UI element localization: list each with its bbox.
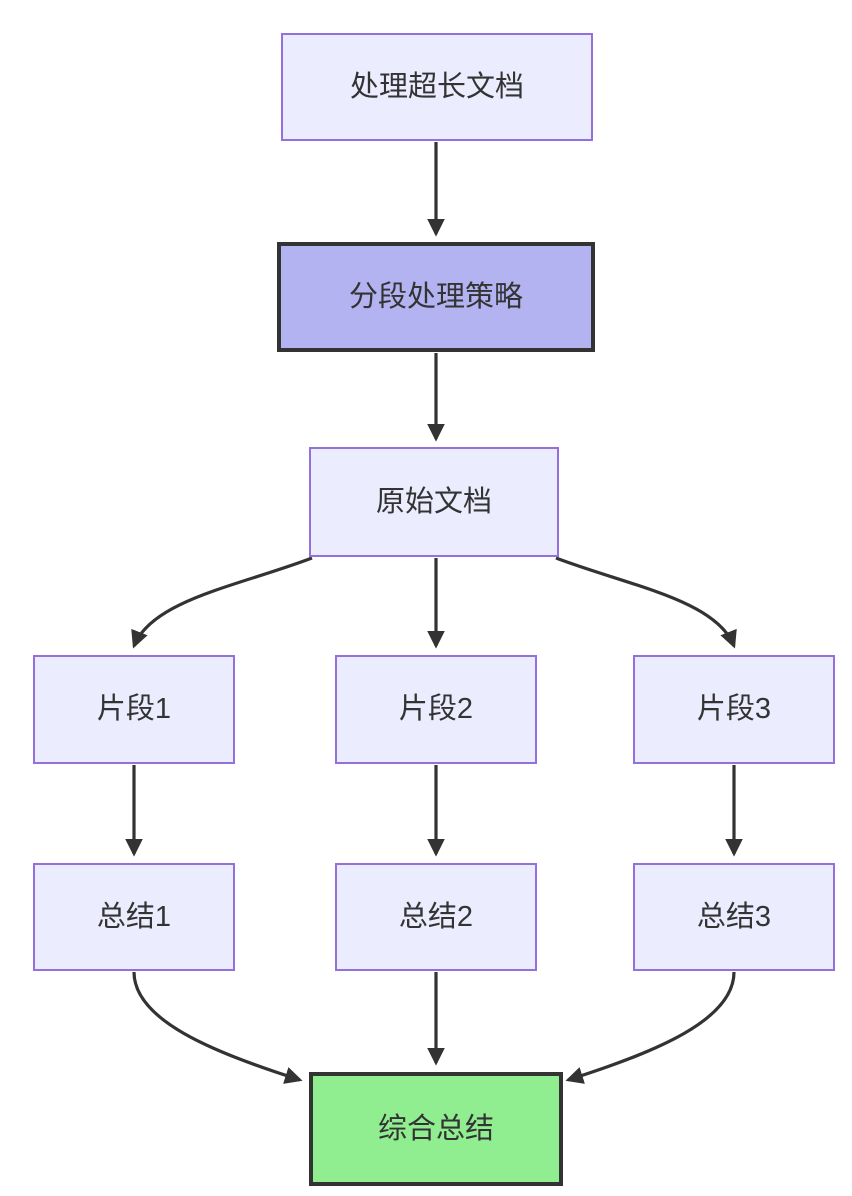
node-original-doc-label: 原始文档 — [375, 485, 492, 518]
node-summary-3: 总结3 — [633, 863, 835, 971]
node-summary-2-label: 总结2 — [398, 900, 474, 933]
edge-c-d1 — [131, 556, 313, 649]
node-original-doc: 原始文档 — [309, 447, 559, 557]
node-fragment-1-label: 片段1 — [96, 693, 172, 726]
node-segment-strategy: 分段处理策略 — [277, 242, 595, 352]
node-fragment-3-label: 片段3 — [696, 693, 772, 726]
node-fragment-1: 片段1 — [33, 655, 235, 764]
edge-c-d3 — [555, 556, 737, 649]
node-fragment-3: 片段3 — [633, 655, 835, 764]
node-final-summary-label: 综合总结 — [377, 1112, 494, 1145]
node-fragment-2-label: 片段2 — [398, 693, 474, 726]
node-summary-1-label: 总结1 — [96, 900, 172, 933]
node-process-long-doc-label: 处理超长文档 — [349, 70, 524, 103]
node-process-long-doc: 处理超长文档 — [281, 33, 593, 141]
edge-e3-f — [565, 971, 736, 1084]
node-fragment-2: 片段2 — [335, 655, 537, 764]
node-final-summary: 综合总结 — [309, 1072, 563, 1186]
node-summary-2: 总结2 — [335, 863, 537, 971]
edge-e1-f — [132, 971, 303, 1084]
node-segment-strategy-label: 分段处理策略 — [348, 280, 523, 313]
node-summary-1: 总结1 — [33, 863, 235, 971]
node-summary-3-label: 总结3 — [696, 900, 772, 933]
